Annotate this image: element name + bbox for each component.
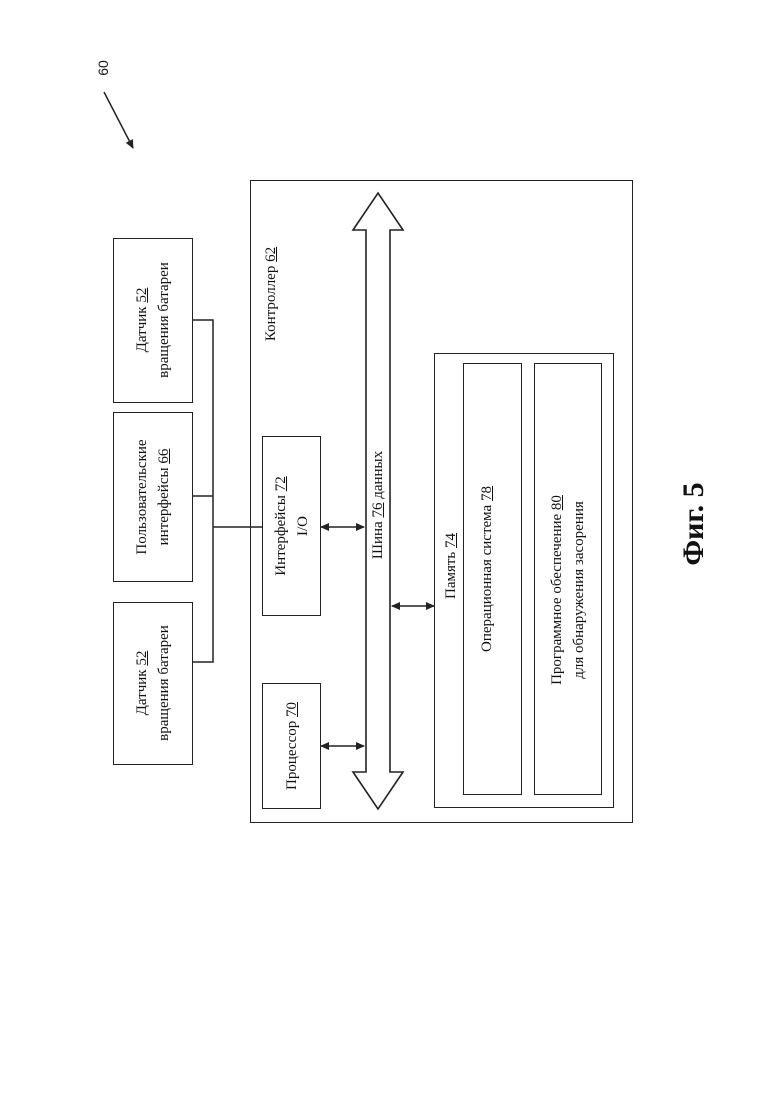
user-interfaces-label: Пользовательские интерфейсы 66 — [131, 439, 175, 554]
processor-label: Процессор 70 — [281, 702, 303, 790]
reference-numeral: 60 — [95, 60, 111, 76]
battery-sensor-label-left: Датчик 52 вращения батареи — [131, 625, 175, 741]
io-interfaces-label: Интерфейсы 72 I/O — [270, 476, 314, 575]
reference-arrow — [104, 92, 133, 148]
data-bus-label: Шина 76 данных — [367, 451, 389, 559]
controller-label: Контроллер 62 — [260, 247, 282, 341]
memory-label: Память 74 — [440, 533, 462, 599]
operating-system-label: Операционная система 78 — [476, 486, 498, 652]
figure-label: Фиг. 5 — [677, 482, 711, 565]
battery-sensor-label-right: Датчик 52 вращения батареи — [131, 262, 175, 378]
clog-detection-software-label: Программное обеспечение 80 для обнаружен… — [546, 495, 590, 685]
